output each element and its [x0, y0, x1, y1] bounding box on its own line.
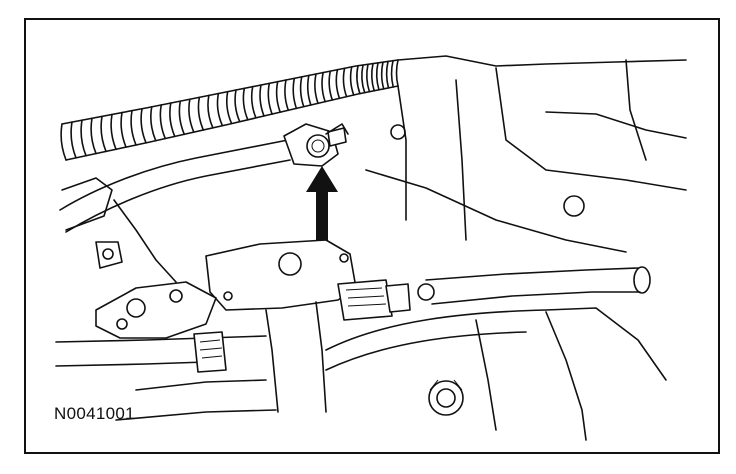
up-arrow-icon: [306, 166, 338, 244]
illustration-frame: N0041001: [24, 18, 720, 454]
sensor-connector: [337, 279, 435, 321]
harness-clip: [193, 331, 227, 373]
ground-wire: [59, 123, 339, 233]
engine-block-outline: [365, 55, 687, 253]
mounting-bracket: [205, 239, 357, 413]
ground-bolt: [306, 123, 349, 158]
lower-bolt: [428, 379, 464, 416]
figure-id-label: N0041001: [54, 404, 135, 423]
wiring-harness-conduit: [60, 59, 399, 161]
lower-housing: [55, 307, 667, 441]
engine-line-drawing: [55, 55, 687, 441]
left-casting: [61, 177, 217, 339]
coolant-hose: [425, 266, 651, 305]
